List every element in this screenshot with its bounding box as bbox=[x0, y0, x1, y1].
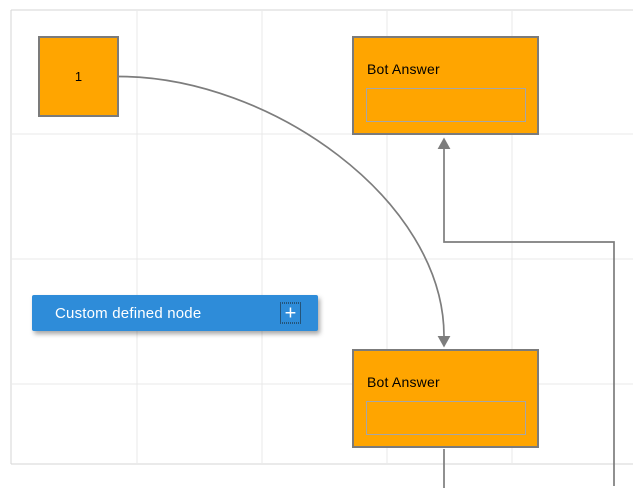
node-title: Bot Answer bbox=[367, 61, 440, 77]
node-text-box[interactable] bbox=[366, 88, 526, 122]
connector-orthogonal-path[interactable] bbox=[443, 148, 615, 487]
node-custom-label: Custom defined node bbox=[55, 304, 202, 322]
node-1[interactable]: 1 bbox=[38, 36, 119, 117]
connector-curve-path[interactable] bbox=[118, 75, 445, 337]
connector-orthogonal[interactable] bbox=[437, 137, 615, 489]
node-title: Bot Answer bbox=[367, 374, 440, 390]
connector-curve[interactable] bbox=[118, 75, 451, 348]
arrowhead-up-icon bbox=[437, 137, 451, 149]
node-bot-answer-bottom[interactable]: Bot Answer bbox=[352, 349, 539, 448]
node-bot-answer-top[interactable]: Bot Answer bbox=[352, 36, 539, 135]
node-custom-defined[interactable]: Custom defined node + bbox=[32, 295, 318, 331]
arrowhead-down-icon bbox=[437, 336, 451, 348]
add-node-button[interactable]: + bbox=[280, 302, 301, 324]
node-text-box[interactable] bbox=[366, 401, 526, 435]
node-1-label: 1 bbox=[74, 69, 83, 84]
plus-icon: + bbox=[284, 302, 297, 324]
